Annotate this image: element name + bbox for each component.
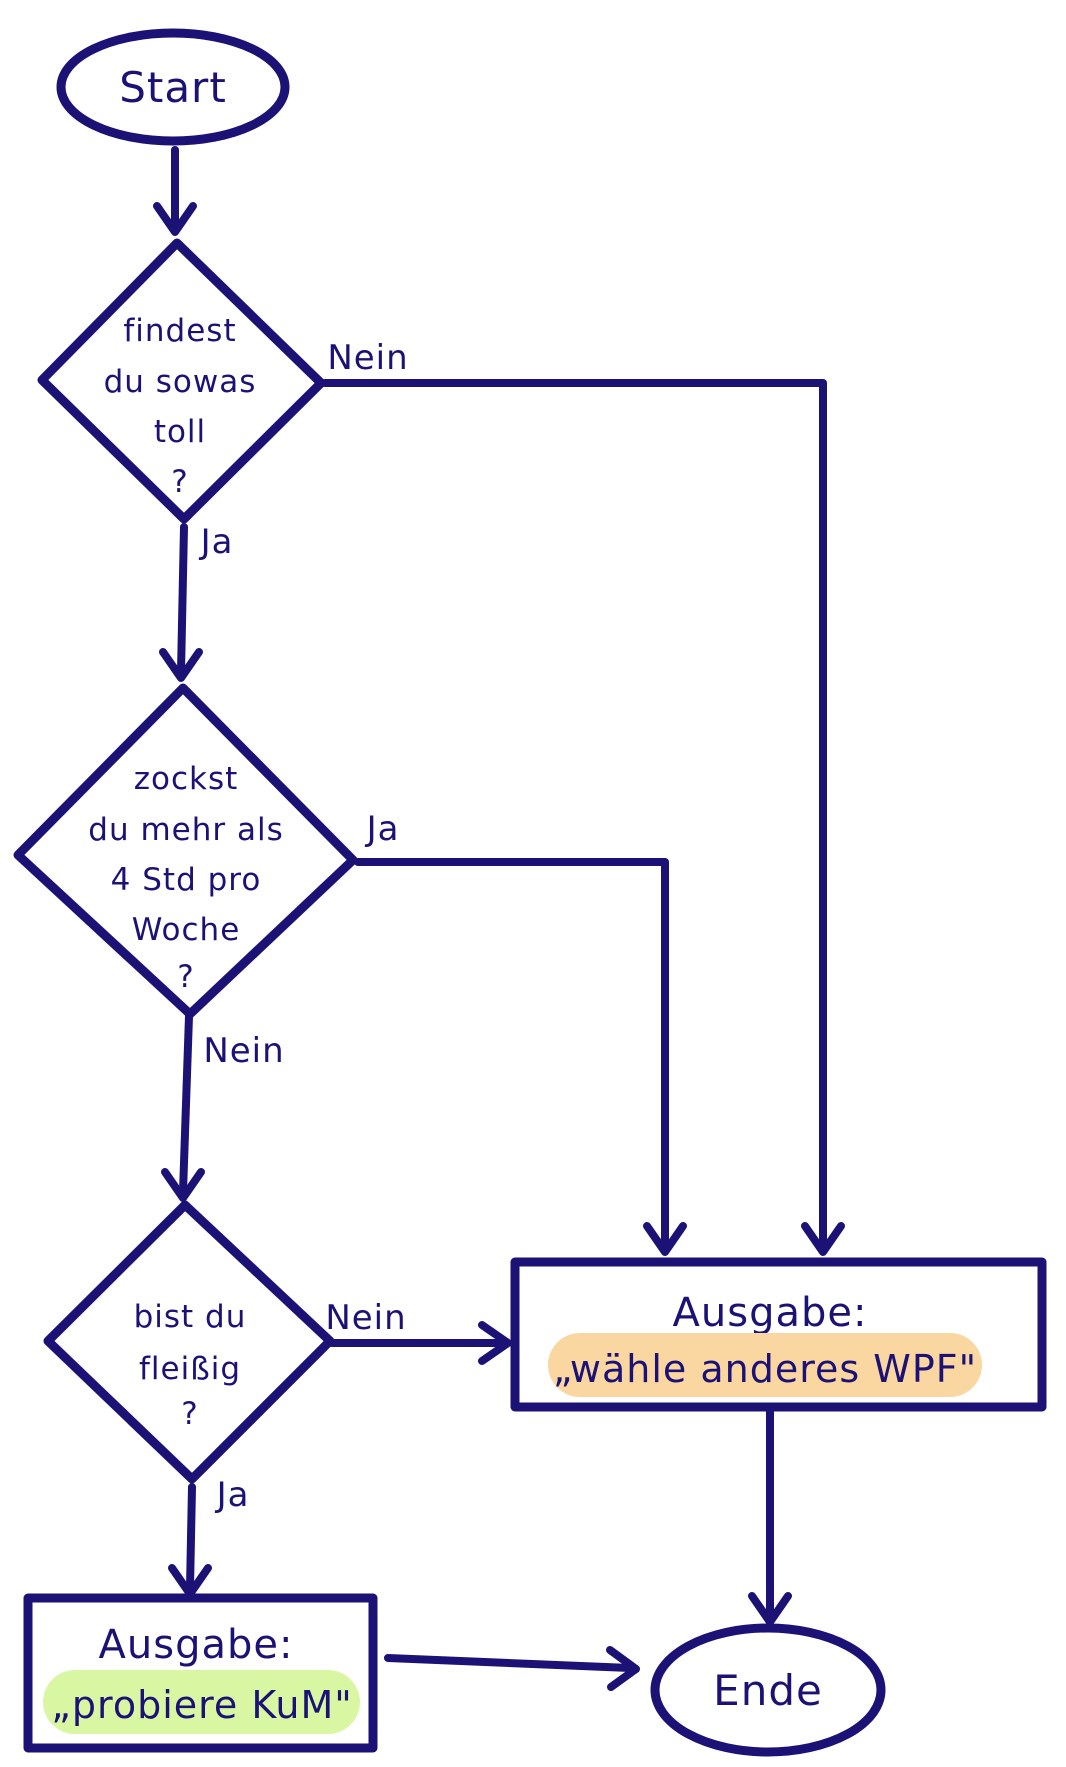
arrow-d2-nein-to-d3: [179, 1012, 193, 1196]
decision-3-shape: [43, 1200, 335, 1484]
edge-label-d2-nein: Nein: [203, 1031, 284, 1071]
decision-2-shape: [13, 683, 358, 1019]
output-wpf-node: Ausgabe: „wähle anderes WPF": [510, 1257, 1047, 1412]
decision-bist-du-fleissig: bist du fleißig ?: [43, 1200, 335, 1484]
output-kum-node: Ausgabe: „probiere KuM": [23, 1593, 378, 1753]
output-wpf-highlight: [548, 1333, 982, 1397]
decision-2-line-5: ?: [177, 959, 194, 995]
arrow-d2-ja-to-output-wpf: [354, 858, 669, 1250]
arrowhead-d3-nein: [478, 1321, 512, 1365]
output-kum-value: „probiere KuM": [51, 1683, 353, 1727]
decision-2-line-4: Woche: [132, 912, 241, 948]
ende-node-label: Ende: [713, 1666, 823, 1715]
arrowhead-output-wpf-to-ende: [748, 1592, 792, 1626]
output-wpf-title: Ausgabe:: [673, 1290, 868, 1336]
edge-label-d3-nein: Nein: [325, 1298, 406, 1338]
decision-1-line-2: du sowas: [104, 364, 257, 400]
decision-2-line-3: 4 Std pro: [111, 862, 262, 898]
arrowhead-d1-ja: [159, 648, 203, 682]
arrow-output-kum-to-ende: [384, 1654, 634, 1672]
arrow-d1-nein-to-output-wpf: [321, 379, 827, 1250]
decision-1-shape: [37, 238, 326, 524]
output-wpf-value: „wähle anderes WPF": [553, 1347, 977, 1391]
decision-findest-du-sowas-toll: findest du sowas toll ?: [37, 238, 326, 524]
arrowhead-d2-nein: [161, 1168, 205, 1202]
arrow-d1-ja-to-d2: [177, 523, 188, 676]
decision-2-line-1: zockst: [134, 761, 239, 797]
arrowhead-d1-nein: [801, 1222, 845, 1256]
arrowhead-start-to-d1: [153, 202, 197, 236]
edge-label-d2-ja: Ja: [365, 809, 400, 849]
ende-node-shape: [650, 1623, 886, 1757]
arrowhead-d2-ja: [643, 1222, 687, 1256]
start-node-label: Start: [119, 63, 227, 112]
edge-label-d1-nein: Nein: [327, 338, 408, 378]
decision-3-line-1: bist du: [134, 1299, 247, 1335]
output-kum-highlight: [43, 1670, 360, 1734]
decision-1-line-3: toll: [154, 414, 206, 450]
start-node-shape: [56, 28, 290, 146]
ende-node: Ende: [650, 1623, 886, 1757]
edge-labels: Nein Ja Ja Nein Nein Ja: [199, 338, 408, 1515]
start-node: Start: [56, 28, 290, 146]
edge-label-d3-ja: Ja: [215, 1475, 250, 1515]
output-kum-title: Ausgabe:: [99, 1622, 294, 1668]
decision-3-line-3: ?: [181, 1396, 198, 1432]
decision-2-line-2: du mehr als: [88, 812, 283, 848]
arrow-d3-ja-to-output-kum: [186, 1483, 196, 1592]
edge-label-d1-ja: Ja: [199, 522, 234, 562]
decision-1-line-4: ?: [171, 464, 188, 500]
decision-zockst-mehr-als-4-std: zockst du mehr als 4 Std pro Woche ?: [13, 683, 358, 1019]
decision-1-line-1: findest: [123, 313, 236, 349]
decision-3-line-2: fleißig: [139, 1351, 241, 1387]
edges: [153, 146, 845, 1691]
arrowhead-output-kum-to-ende: [606, 1646, 640, 1691]
